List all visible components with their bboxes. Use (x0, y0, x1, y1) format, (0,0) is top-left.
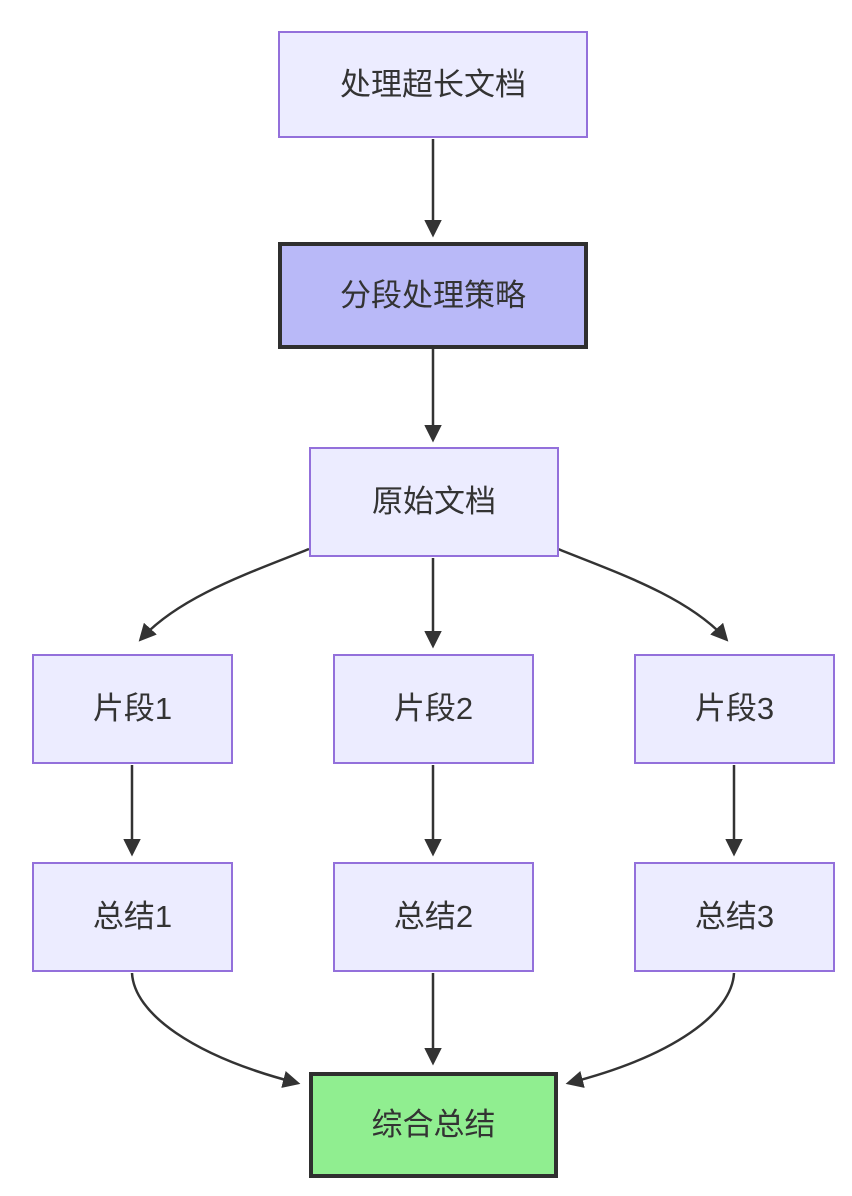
node-fragment-2-label: 片段2 (393, 691, 474, 727)
edge-original-to-fragment3 (557, 547, 729, 642)
node-fragment-3: 片段3 (634, 654, 835, 764)
node-summary-3: 总结3 (634, 862, 835, 972)
node-summary-2-label: 总结2 (393, 899, 474, 935)
node-fragment-1: 片段1 (32, 654, 233, 764)
node-combined-summary: 综合总结 (309, 1072, 558, 1178)
node-combined-summary-label: 综合总结 (371, 1107, 496, 1143)
node-summary-3-label: 总结3 (694, 899, 775, 935)
node-process-long-document: 处理超长文档 (278, 31, 588, 138)
node-summary-1: 总结1 (32, 862, 233, 972)
node-segmentation-strategy: 分段处理策略 (278, 242, 588, 349)
node-fragment-3-label: 片段3 (694, 691, 775, 727)
node-process-long-document-label: 处理超长文档 (340, 66, 526, 102)
node-original-document: 原始文档 (309, 447, 559, 557)
edge-summary1-to-final (130, 972, 301, 1088)
node-segmentation-strategy-label: 分段处理策略 (340, 277, 526, 313)
edge-original-to-fragment1 (138, 547, 310, 642)
edge-summary3-to-final (565, 972, 736, 1088)
node-summary-2: 总结2 (333, 862, 534, 972)
node-summary-1-label: 总结1 (92, 899, 173, 935)
node-fragment-2: 片段2 (333, 654, 534, 764)
node-original-document-label: 原始文档 (372, 484, 496, 520)
node-fragment-1-label: 片段1 (92, 691, 173, 727)
